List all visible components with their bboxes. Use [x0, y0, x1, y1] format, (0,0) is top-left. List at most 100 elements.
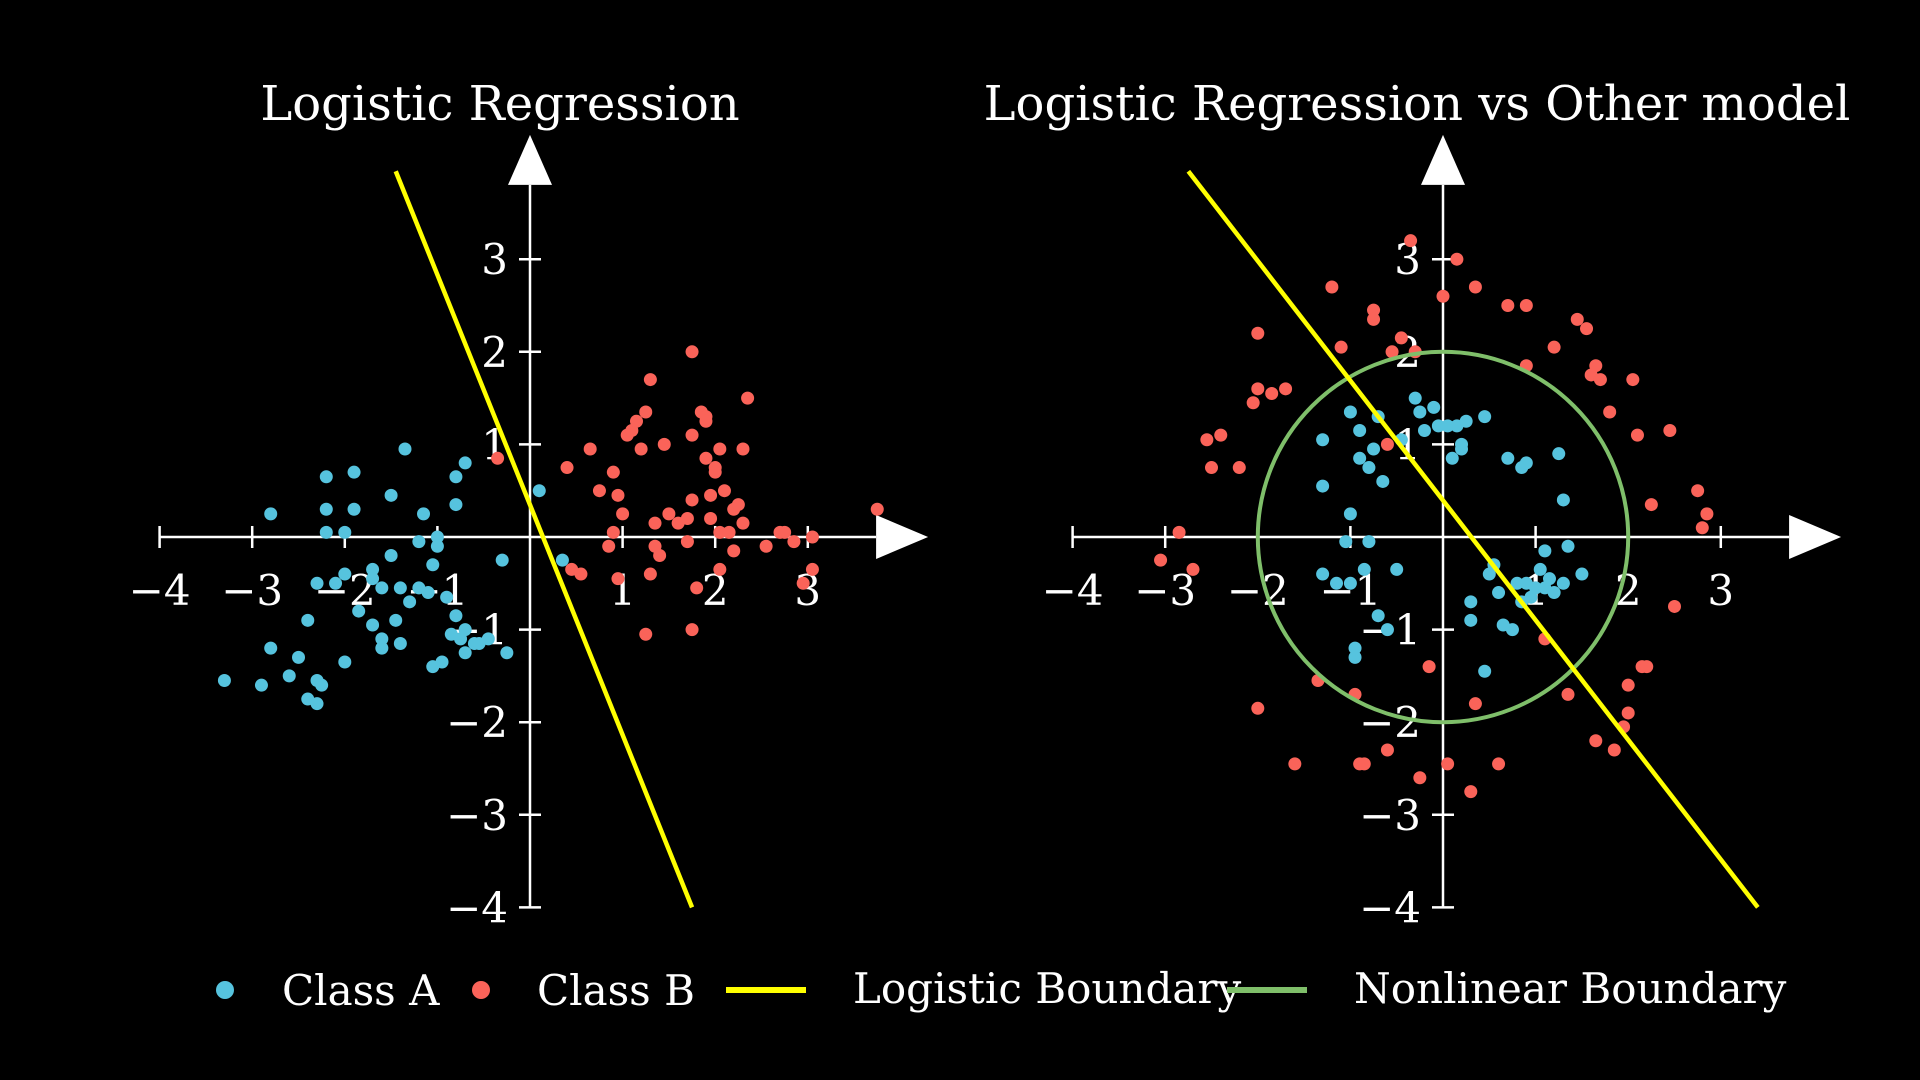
class-b-point — [1663, 424, 1677, 438]
class-b-point — [1621, 678, 1635, 692]
class-a-point — [500, 646, 514, 660]
x-tick-label: −4 — [129, 566, 191, 615]
class-b-point — [1404, 234, 1418, 248]
class-b-point — [1441, 757, 1455, 771]
class-b-point — [1691, 484, 1705, 498]
class-a-point — [1510, 576, 1524, 590]
class-a-point — [1519, 456, 1533, 470]
class-a-point — [1529, 581, 1543, 595]
class-b-point — [1695, 521, 1709, 535]
class-a-point — [315, 678, 329, 692]
class-b-point — [1265, 386, 1279, 400]
class-a-point — [1417, 424, 1431, 438]
class-a-point — [1556, 493, 1570, 507]
class-a-point — [375, 632, 389, 646]
class-b-point — [704, 488, 718, 502]
class-a-point — [1362, 535, 1376, 549]
x-tick-label: −3 — [221, 566, 283, 615]
chart-left-points — [217, 345, 884, 711]
class-b-point — [759, 539, 773, 553]
class-a-point — [1459, 414, 1473, 428]
class-b-point — [1621, 706, 1635, 720]
class-b-point — [708, 465, 722, 479]
class-a-point — [1538, 544, 1552, 558]
class-b-point — [731, 498, 745, 512]
class-a-point — [430, 530, 444, 544]
x-axis-arrow — [1789, 515, 1842, 559]
class-a-point — [329, 576, 343, 590]
class-b-point — [727, 544, 741, 558]
x-tick-label: −2 — [1227, 566, 1289, 615]
y-axis-arrow — [1421, 134, 1465, 185]
class-b-point — [629, 414, 643, 428]
class-b-point — [592, 484, 606, 498]
logistic-boundary — [1186, 169, 1760, 909]
class-a-point — [217, 674, 231, 688]
class-b-point — [699, 451, 713, 465]
class-a-point — [1427, 400, 1441, 414]
class-a-point — [338, 567, 352, 581]
class-a-point — [254, 678, 268, 692]
class-b-point — [1519, 299, 1533, 312]
class-b-point — [491, 451, 505, 465]
class-b-point — [736, 442, 750, 456]
class-a-point — [1441, 419, 1455, 433]
class-b-point — [657, 437, 671, 451]
class-a-point — [458, 623, 472, 637]
class-a-point — [375, 641, 389, 655]
class-b-point — [699, 414, 713, 428]
class-a-point — [403, 595, 417, 609]
x-tick-label: 3 — [1707, 566, 1734, 615]
class-a-point — [417, 507, 431, 521]
y-tick-label: −4 — [1359, 883, 1421, 932]
class-a-point — [398, 442, 412, 456]
class-a-point — [1556, 576, 1570, 590]
class-a-point — [1464, 613, 1478, 627]
class-a-point — [1390, 562, 1404, 576]
class-a-point — [384, 488, 398, 502]
class-b-point — [1214, 428, 1228, 442]
class-a-point — [555, 553, 569, 567]
class-b-point — [1232, 461, 1246, 475]
class-a-point — [1316, 567, 1330, 581]
legend-nonlinear-label: Nonlinear Boundary — [1354, 964, 1787, 1013]
chart-left-boundaries — [393, 170, 695, 909]
class-a-point — [435, 655, 449, 669]
class-a-point — [495, 553, 509, 567]
chart-right: Logistic Regression vs Other model −4−3−… — [984, 76, 1851, 932]
class-b-point — [1325, 280, 1339, 294]
class-a-point — [458, 456, 472, 470]
class-a-point — [264, 507, 278, 521]
class-b-point — [1367, 303, 1381, 317]
class-b-point — [787, 535, 801, 549]
x-tick-label: −1 — [1319, 566, 1381, 615]
class-b-point — [690, 581, 704, 595]
class-a-point — [347, 502, 361, 516]
class-a-point — [1357, 562, 1371, 576]
class-a-point — [1343, 405, 1357, 419]
class-a-point — [1343, 507, 1357, 521]
class-a-point — [1478, 664, 1492, 678]
legend-class-b-marker — [472, 981, 490, 999]
nonlinear-boundary — [1255, 349, 1631, 725]
class-a-point — [1316, 479, 1330, 493]
class-b-point — [1334, 340, 1348, 354]
class-b-point — [680, 511, 694, 525]
class-b-point — [1200, 433, 1214, 447]
class-b-point — [1251, 701, 1265, 715]
class-a-point — [310, 576, 324, 590]
class-a-point — [292, 650, 305, 664]
class-a-point — [1348, 650, 1362, 664]
class-b-point — [611, 572, 625, 586]
class-b-point — [1450, 252, 1464, 266]
y-tick-label: −2 — [446, 698, 508, 747]
class-a-point — [1478, 410, 1492, 424]
class-b-point — [796, 576, 810, 590]
class-b-point — [1626, 373, 1640, 387]
class-b-point — [805, 562, 819, 576]
class-b-point — [583, 442, 597, 456]
legend-class-b-label: Class B — [537, 966, 695, 1015]
y-tick-label: −4 — [446, 883, 508, 932]
